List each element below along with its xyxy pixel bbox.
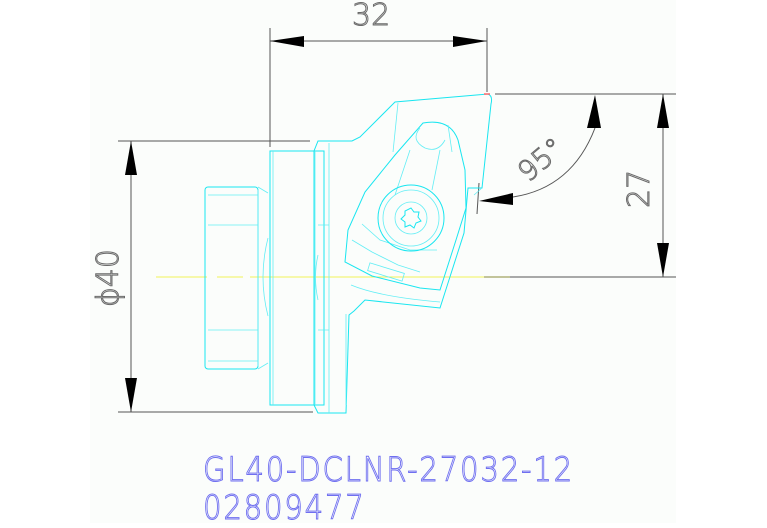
dimension-diameter-40: ϕ40	[91, 140, 313, 413]
tool-shank-coupling	[204, 186, 269, 370]
clamp-screw	[377, 184, 445, 252]
order-code-label: 02809477	[203, 488, 366, 528]
part-number-label: GL40-DCLNR-27032-12	[203, 450, 574, 490]
dimension-label-32: 32	[352, 0, 390, 33]
dimension-width-32: 32	[269, 0, 488, 147]
dimension-label-27: 27	[622, 170, 657, 208]
insert-clamp	[344, 121, 467, 303]
dimension-angle-95: 95°	[476, 95, 601, 215]
dimension-height-27: 27	[490, 93, 676, 278]
tool-head-body	[313, 93, 493, 414]
dimension-label-diameter-40: ϕ40	[91, 249, 126, 307]
drawing-sheet	[90, 0, 676, 523]
dimension-label-angle-95: 95°	[511, 131, 570, 188]
tool-flange	[269, 150, 325, 406]
